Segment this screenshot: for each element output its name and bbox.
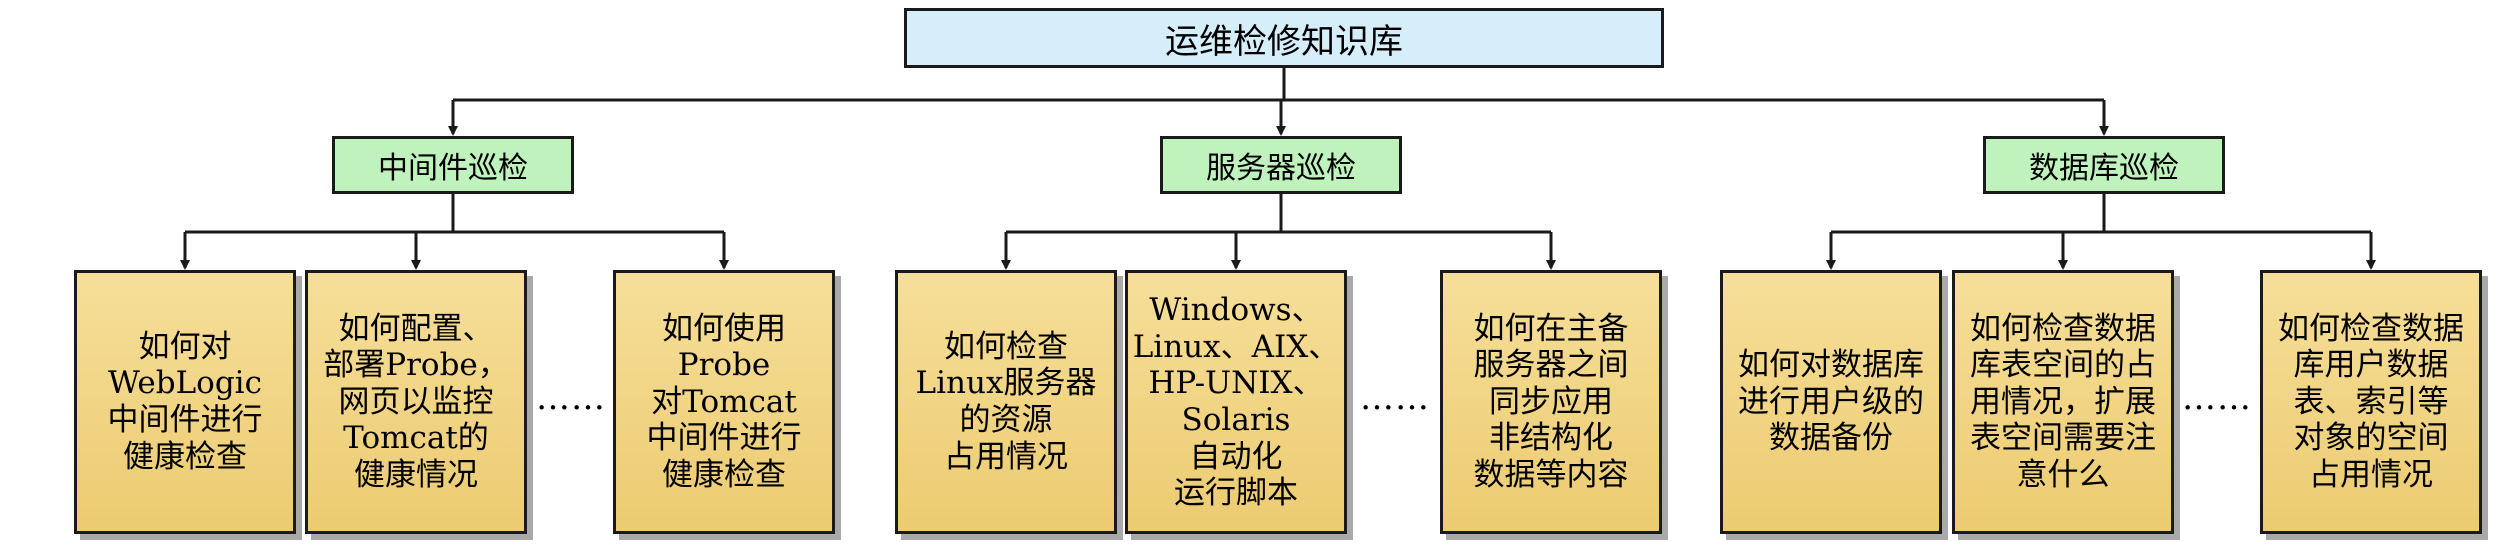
leaf-node: Windows、 Linux、AIX、 HP-UNIX、 Solaris 自动化… xyxy=(1125,270,1347,534)
leaf-node: 如何检查 Linux服务器 的资源 占用情况 xyxy=(895,270,1117,534)
category-node-middleware: 中间件巡检 xyxy=(332,136,574,194)
leaf-node: 如何对数据库 进行用户级的 数据备份 xyxy=(1720,270,1942,534)
category-node-database: 数据库巡检 xyxy=(1983,136,2225,194)
leaf-node: 如何在主备 服务器之间 同步应用 非结构化 数据等内容 xyxy=(1440,270,1662,534)
ellipsis-server: …… xyxy=(1360,378,1430,418)
leaf-node: 如何对 WebLogic 中间件进行 健康检查 xyxy=(74,270,296,534)
leaf-node-text: 如何对数据库 进行用户级的 数据备份 xyxy=(1738,347,1924,457)
leaf-node-text: 如何检查数据 库用户数据 表、索引等 对象的空间 占用情况 xyxy=(2278,310,2464,493)
leaf-node: 如何使用Probe 对Tomcat 中间件进行 健康检查 xyxy=(613,270,835,534)
ellipsis-database: …… xyxy=(2182,378,2252,418)
leaf-node-text: Windows、 Linux、AIX、 HP-UNIX、 Solaris 自动化… xyxy=(1132,292,1340,512)
leaf-node: 如何检查数据 库表空间的占 用情况，扩展 表空间需要注 意什么 xyxy=(1952,270,2174,534)
ellipsis-middleware: …… xyxy=(536,378,606,418)
category-node-server: 服务器巡检 xyxy=(1160,136,1402,194)
leaf-node-text: 如何配置、 部署Probe， 网页以监控 Tomcat的 健康情况 xyxy=(323,310,509,493)
leaf-node-text: 如何对 WebLogic 中间件进行 健康检查 xyxy=(107,328,263,475)
leaf-node-text: 如何检查数据 库表空间的占 用情况，扩展 表空间需要注 意什么 xyxy=(1970,310,2156,493)
leaf-node: 如何检查数据 库用户数据 表、索引等 对象的空间 占用情况 xyxy=(2260,270,2482,534)
leaf-node: 如何配置、 部署Probe， 网页以监控 Tomcat的 健康情况 xyxy=(305,270,527,534)
root-node: 运维检修知识库 xyxy=(904,8,1664,68)
leaf-node-text: 如何检查 Linux服务器 的资源 占用情况 xyxy=(915,328,1097,475)
leaf-node-text: 如何使用Probe 对Tomcat 中间件进行 健康检查 xyxy=(646,310,802,493)
leaf-node-text: 如何在主备 服务器之间 同步应用 非结构化 数据等内容 xyxy=(1473,310,1629,493)
